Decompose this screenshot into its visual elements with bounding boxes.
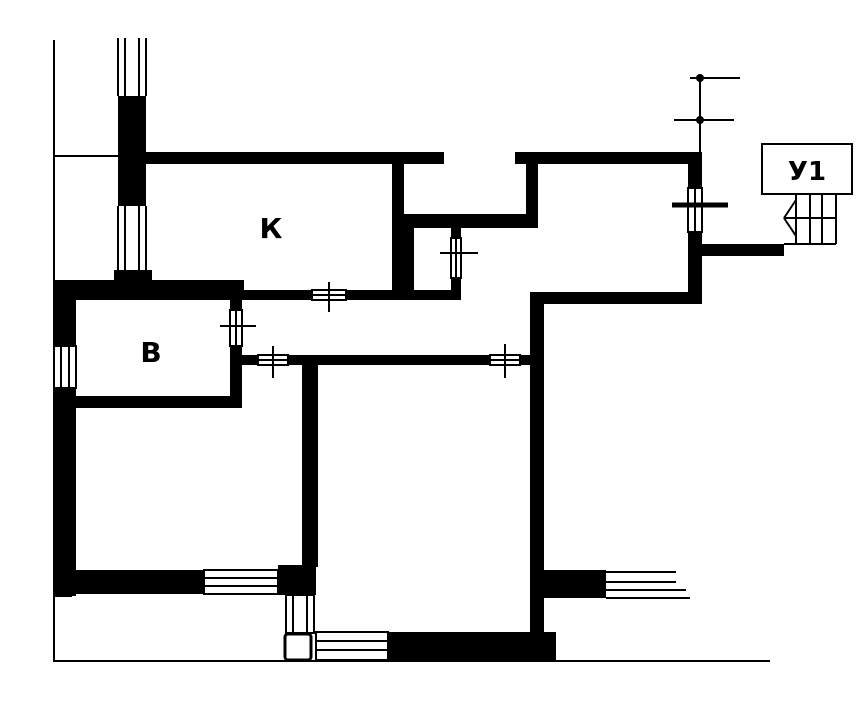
kitchen-top-wall: [146, 152, 444, 164]
unit-tag-label: У1: [788, 157, 826, 187]
walls: [54, 152, 784, 662]
exterior-markers: [672, 74, 740, 208]
left-column-window: [114, 38, 152, 284]
unit-tag-box: [761, 143, 853, 195]
big-room-bottom-wall: [388, 632, 556, 662]
kitchen-label: К: [260, 212, 283, 245]
entrance-stairs: [783, 191, 837, 245]
right-corridor-wall: [530, 292, 700, 304]
bottom-left-wall: [54, 570, 204, 594]
column-box: [283, 632, 313, 662]
bathroom-label: В: [140, 336, 161, 369]
middle-wall: [302, 365, 318, 567]
doors: [220, 237, 521, 378]
upper-right-top-wall: [515, 152, 701, 164]
bathroom-bottom-wall: [76, 396, 242, 408]
windows: [53, 187, 703, 661]
kitchen-right-wall: [392, 164, 404, 298]
